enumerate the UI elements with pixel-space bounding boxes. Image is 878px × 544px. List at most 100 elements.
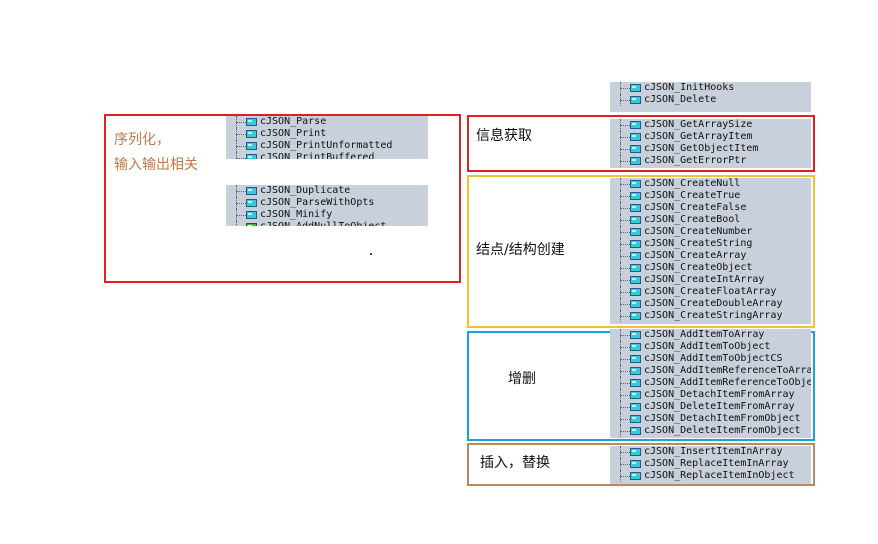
tree-item[interactable]: cJSON_PrintUnformatted [226,140,428,152]
function-name: cJSON_DeleteItemFromArray [644,401,795,412]
tree-item[interactable]: cJSON_Duplicate [226,185,428,197]
function-icon [630,288,641,296]
function-name: cJSON_CreateDoubleArray [644,298,783,309]
tree-connector [620,419,632,420]
tree-item[interactable]: cJSON_PrintBuffered [226,152,428,159]
replace-label: 插入，替换 [480,455,550,471]
function-name: cJSON_AddItemReferenceToArray [644,365,811,376]
function-icon [630,192,641,200]
create-label: 结点/结构创建 [476,242,565,258]
tree-item[interactable]: cJSON_CreateBool [610,214,811,226]
tree-connector [236,221,237,226]
tree-item[interactable]: cJSON_AddItemToArray [610,329,811,341]
tree-item[interactable]: cJSON_AddItemToObject [610,341,811,353]
tree-connector [236,122,248,123]
tree-item[interactable]: cJSON_DeleteItemFromArray [610,401,811,413]
tree-item[interactable]: cJSON_CreateStringArray [610,310,811,322]
function-name: cJSON_CreateFloatArray [644,286,777,297]
function-name: cJSON_CreateObject [644,262,753,273]
tree-item[interactable]: cJSON_CreateTrue [610,190,811,202]
function-icon [630,216,641,224]
function-name: cJSON_Delete [644,94,717,105]
function-name: cJSON_CreateBool [644,214,741,225]
addremove-label: 增删 [508,371,536,387]
function-name: cJSON_AddItemReferenceToObject [644,377,811,388]
tree-item[interactable]: cJSON_ParseWithOpts [226,197,428,209]
tree-item[interactable]: cJSON_AddNullToObject [226,221,428,226]
tree-connector [236,158,248,159]
tree-item[interactable]: cJSON_CreateDoubleArray [610,298,811,310]
tree-item[interactable]: cJSON_InitHooks [610,82,811,94]
tree-item[interactable]: cJSON_CreateObject [610,262,811,274]
function-name: cJSON_GetArrayItem [644,131,753,142]
tree-item[interactable]: cJSON_ReplaceItemInArray [610,458,811,470]
function-name: cJSON_Print [260,128,327,139]
function-icon [630,276,641,284]
function-name: cJSON_DetachItemFromArray [644,389,795,400]
function-icon [630,204,641,212]
tree-item[interactable]: cJSON_CreateString [610,238,811,250]
function-name: cJSON_GetArraySize [644,119,753,130]
tree-connector [620,208,632,209]
function-name: cJSON_CreateTrue [644,190,741,201]
tree-connector [620,335,632,336]
tree-connector [620,371,632,372]
tree-item[interactable]: cJSON_GetArrayItem [610,131,811,143]
tree-item[interactable]: cJSON_CreateFloatArray [610,286,811,298]
function-name: cJSON_ParseWithOpts [260,197,375,208]
tree-item[interactable]: cJSON_InsertItemInArray [610,446,811,458]
function-icon [630,367,641,375]
tree-item[interactable]: cJSON_AddItemReferenceToObject [610,377,811,389]
function-name: cJSON_InsertItemInArray [644,446,783,457]
function-icon [630,240,641,248]
tree-item[interactable]: cJSON_CreateNumber [610,226,811,238]
function-name: cJSON_GetObjectItem [644,143,759,154]
function-icon [246,211,257,219]
replace-group-frame [467,443,815,486]
tree-connector [620,220,632,221]
info-group-frame [467,115,815,172]
function-icon [630,145,641,153]
tree-item[interactable]: cJSON_DetachItemFromObject [610,413,811,425]
function-icon [630,264,641,272]
tree-item[interactable]: cJSON_Minify [226,209,428,221]
tree-item[interactable]: cJSON_DeleteItemFromObject [610,425,811,437]
tree-item[interactable]: cJSON_GetObjectItem [610,143,811,155]
function-name: cJSON_CreateNumber [644,226,753,237]
tree-item[interactable]: cJSON_AddItemReferenceToArray [610,365,811,377]
info-label: 信息获取 [476,128,532,144]
tree-item[interactable]: cJSON_CreateIntArray [610,274,811,286]
tree-connector [620,149,632,150]
tree-connector [620,359,632,360]
tree-connector [236,152,237,159]
tree-connector [620,125,632,126]
tree-connector [620,88,632,89]
tree-connector [620,476,632,477]
function-name: cJSON_AddItemToArray [644,329,765,340]
tree-item[interactable]: cJSON_Delete [610,94,811,106]
tree-item[interactable]: cJSON_GetErrorPtr [610,155,811,167]
function-name: cJSON_ReplaceItemInObject [644,470,795,481]
tree-item[interactable]: cJSON_DetachItemFromArray [610,389,811,401]
tree-item[interactable]: cJSON_ReplaceItemInObject [610,470,811,482]
function-icon [630,180,641,188]
function-icon [630,448,641,456]
tree-item[interactable]: cJSON_GetArraySize [610,119,811,131]
function-icon [630,403,641,411]
tree-item[interactable]: cJSON_AddItemToObjectCS [610,353,811,365]
function-name: cJSON_InitHooks [644,82,735,93]
tree-item[interactable]: cJSON_Print [226,128,428,140]
tree-item[interactable]: cJSON_CreateFalse [610,202,811,214]
tree-connector [620,407,632,408]
tree-connector [620,256,632,257]
tree-connector [620,304,632,305]
tree-connector [236,215,248,216]
tree-connector [620,244,632,245]
tree-item[interactable]: cJSON_Parse [226,116,428,128]
tree-item[interactable]: cJSON_CreateNull [610,178,811,190]
function-icon [630,84,641,92]
tree-item[interactable]: cJSON_CreateArray [610,250,811,262]
